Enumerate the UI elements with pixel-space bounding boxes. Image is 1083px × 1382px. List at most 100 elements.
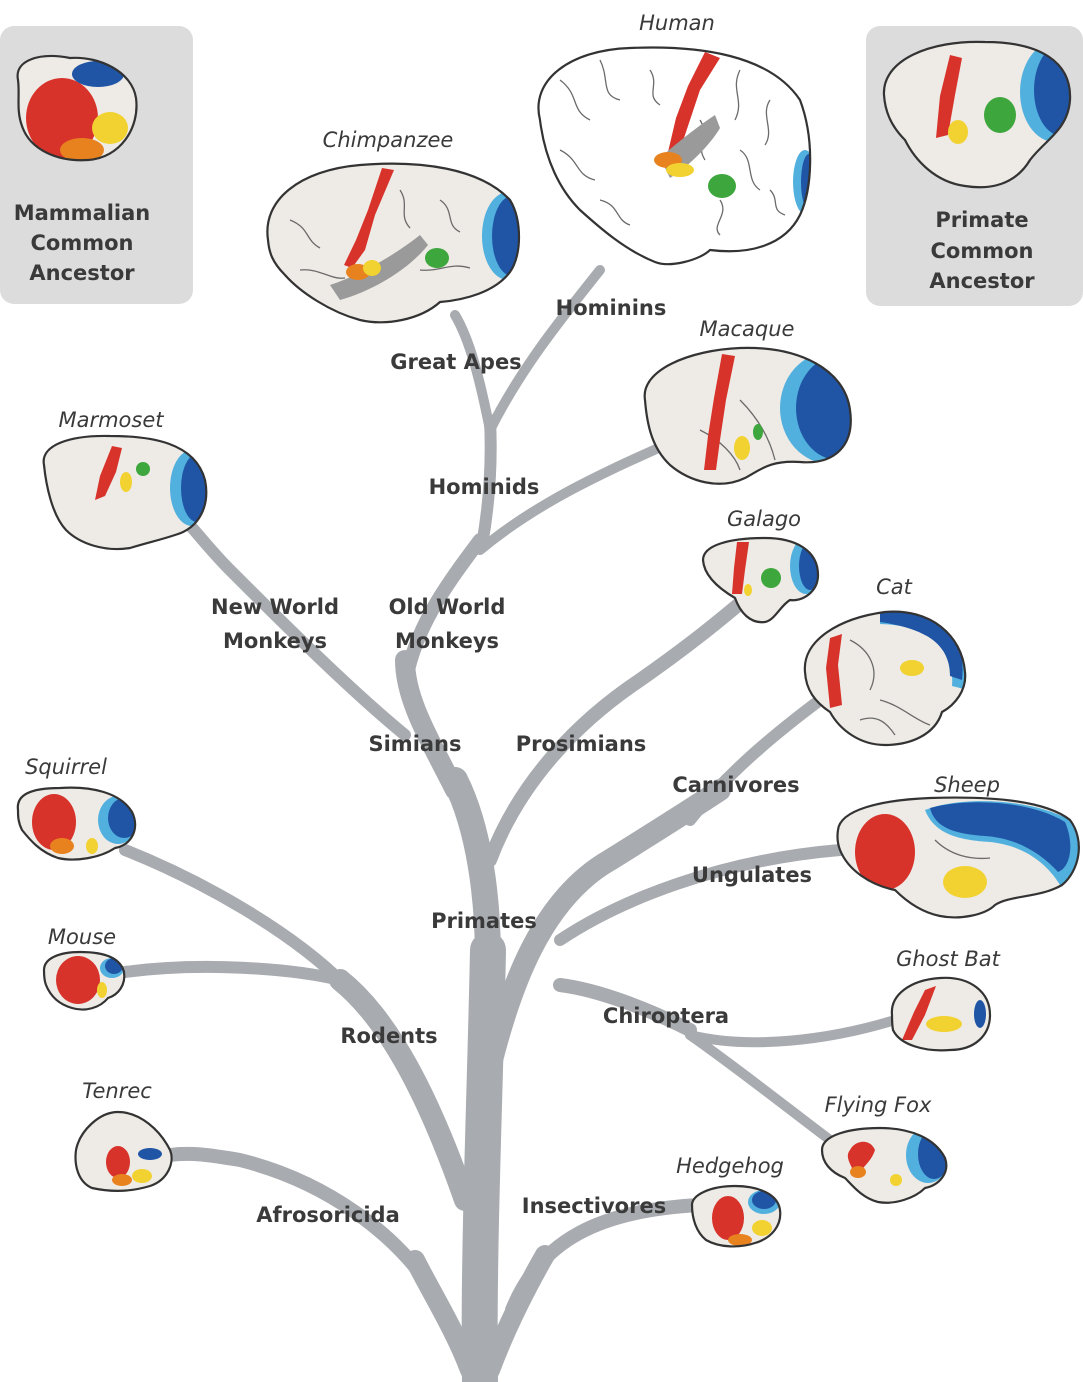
species-label-ghost-bat: Ghost Bat bbox=[896, 947, 1001, 971]
somatosensory-area bbox=[728, 1234, 752, 1246]
green-area bbox=[708, 174, 736, 198]
motor-area bbox=[847, 1141, 875, 1172]
motor-area bbox=[855, 814, 915, 890]
visual-area bbox=[492, 196, 519, 276]
branch-laurasiatheria bbox=[481, 779, 731, 1071]
motor-area bbox=[32, 794, 76, 850]
branch-chiroptera bbox=[553, 978, 697, 1037]
clade-label-carnivores: Carnivores bbox=[672, 773, 799, 797]
branch-afrosoricida bbox=[163, 1146, 452, 1317]
branch-flying-fox bbox=[685, 1030, 835, 1145]
ancestor-label-line-3: Ancestor bbox=[29, 261, 135, 285]
branch-insectivores bbox=[505, 1198, 707, 1317]
motor-area bbox=[902, 986, 936, 1040]
species-label-chimpanzee: Chimpanzee bbox=[323, 128, 454, 152]
motor-area bbox=[106, 1146, 130, 1178]
species-label-flying-fox: Flying Fox bbox=[825, 1093, 932, 1117]
species-label-human: Human bbox=[639, 11, 715, 35]
species-label-cat: Cat bbox=[876, 575, 913, 599]
green-area bbox=[753, 424, 763, 440]
species-label-mouse: Mouse bbox=[48, 925, 116, 949]
auditory-area bbox=[943, 866, 987, 898]
chimpanzee-brain bbox=[266, 162, 520, 324]
branch-ghost-bat bbox=[685, 1015, 900, 1048]
motor-area bbox=[26, 78, 98, 158]
green-area bbox=[136, 462, 150, 476]
auditory-area bbox=[744, 584, 752, 596]
mammalian-ancestor-brain bbox=[16, 54, 138, 162]
ancestor-label-line-3: Ancestor bbox=[929, 269, 1035, 293]
species-labels: Human Chimpanzee Macaque Marmoset Galago… bbox=[25, 11, 1001, 1178]
flying-fox-brain bbox=[820, 1126, 948, 1204]
clade-label-old-world-line-2: Monkeys bbox=[395, 629, 499, 653]
clade-label-simians: Simians bbox=[368, 732, 461, 756]
hedgehog-brain bbox=[690, 1184, 782, 1248]
galago-brain bbox=[701, 536, 820, 624]
motor-area bbox=[56, 956, 100, 1004]
clade-label-great-apes: Great Apes bbox=[390, 350, 521, 374]
species-label-galago: Galago bbox=[727, 507, 801, 531]
auditory-area bbox=[86, 838, 98, 854]
clade-label-prosimians: Prosimians bbox=[516, 732, 647, 756]
branch-primates bbox=[442, 767, 501, 973]
clade-label-chiroptera: Chiroptera bbox=[603, 1004, 729, 1028]
visual-area bbox=[752, 1191, 776, 1209]
green-area bbox=[425, 248, 449, 268]
branch-hominins bbox=[485, 265, 605, 435]
clade-label-primates: Primates bbox=[431, 909, 537, 933]
clade-label-old-world-line-1: Old World bbox=[389, 595, 506, 619]
green-area bbox=[761, 568, 781, 588]
motor-area bbox=[826, 634, 842, 708]
species-label-squirrel: Squirrel bbox=[25, 755, 107, 779]
species-label-hedgehog: Hedgehog bbox=[676, 1154, 784, 1178]
ancestor-label-line-1: Primate bbox=[935, 208, 1028, 232]
branch-trunk bbox=[461, 932, 506, 1382]
clade-label-ungulates: Ungulates bbox=[692, 863, 812, 887]
clade-label-insectivores: Insectivores bbox=[522, 1194, 666, 1218]
motor-area bbox=[95, 446, 122, 500]
clade-label-new-world-line-1: New World bbox=[211, 595, 339, 619]
clade-label-afrosoricida: Afrosoricida bbox=[256, 1203, 400, 1227]
branch-rodents bbox=[329, 969, 476, 1211]
mammalian-ancestor-panel: Mammalian Common Ancestor bbox=[0, 26, 193, 304]
visual-area bbox=[930, 802, 1071, 872]
clade-labels: Hominins Great Apes Hominids New World M… bbox=[211, 296, 812, 1227]
branch-squirrel bbox=[119, 844, 351, 991]
primate-ancestor-brain bbox=[882, 40, 1072, 189]
auditory-area bbox=[666, 163, 694, 177]
visual-area bbox=[974, 1000, 986, 1028]
auditory-area bbox=[97, 982, 107, 998]
branch-simians bbox=[395, 650, 465, 800]
tenrec-brain bbox=[74, 1110, 173, 1192]
somatosensory-area bbox=[112, 1174, 132, 1186]
green-area bbox=[984, 97, 1016, 133]
ancestor-label-line-2: Common bbox=[931, 239, 1034, 263]
somatosensory-area bbox=[50, 838, 74, 854]
motor-area bbox=[936, 55, 962, 138]
clade-label-rodents: Rodents bbox=[340, 1024, 437, 1048]
visual-area bbox=[138, 1148, 162, 1160]
auditory-area bbox=[890, 1174, 902, 1186]
auditory-area bbox=[363, 260, 381, 276]
branch-prosimians bbox=[483, 598, 745, 867]
auditory-area bbox=[948, 120, 968, 144]
auditory-area bbox=[900, 660, 924, 676]
squirrel-brain bbox=[16, 786, 137, 861]
species-label-macaque: Macaque bbox=[700, 317, 795, 341]
ancestor-label-line-1: Mammalian bbox=[14, 201, 151, 225]
ghost-bat-brain bbox=[890, 976, 992, 1052]
auditory-area bbox=[120, 472, 132, 492]
ancestor-label-line-2: Common bbox=[31, 231, 134, 255]
motor-area bbox=[668, 52, 720, 152]
somatosensory-area bbox=[60, 138, 104, 161]
branch-mouse bbox=[119, 960, 346, 986]
clade-label-new-world-line-2: Monkeys bbox=[223, 629, 327, 653]
cat-brain bbox=[803, 610, 967, 747]
species-label-marmoset: Marmoset bbox=[58, 408, 164, 432]
marmoset-brain bbox=[42, 434, 208, 551]
auditory-area bbox=[734, 436, 750, 460]
motor-area bbox=[732, 542, 749, 594]
branch-great-apes bbox=[450, 310, 495, 435]
auditory-area bbox=[132, 1169, 152, 1183]
